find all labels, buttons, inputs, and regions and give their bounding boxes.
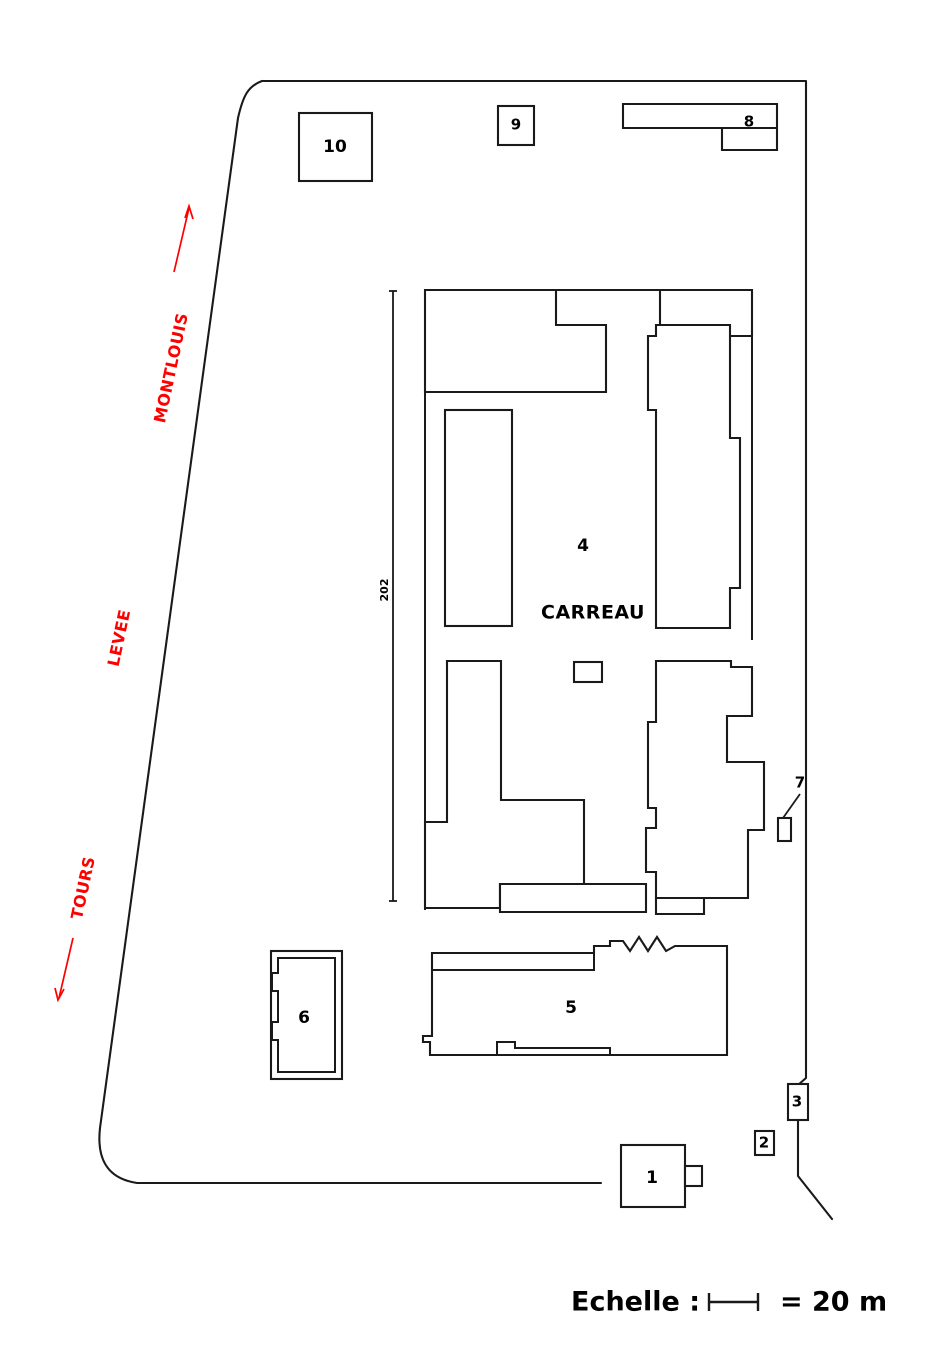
building-10-label: 10 bbox=[323, 137, 347, 157]
building-4-east-block bbox=[646, 323, 742, 630]
building-5-north-strip bbox=[432, 952, 595, 971]
scale-bar-graphic bbox=[707, 1293, 760, 1311]
building-1-annex bbox=[683, 1164, 704, 1188]
building-4-south-strip bbox=[498, 882, 648, 914]
building-4-southeast-foot bbox=[654, 896, 706, 916]
carreau-label: CARREAU bbox=[541, 602, 645, 624]
building-6-inner-wall bbox=[271, 957, 336, 1073]
direction-label-levee: LEVEE bbox=[104, 608, 135, 669]
building-2-outline bbox=[753, 1129, 776, 1157]
building-9-outline bbox=[496, 104, 536, 147]
building-6-outer-wall bbox=[269, 949, 344, 1081]
site-boundary bbox=[260, 79, 834, 1221]
dimension-value-label: 202 bbox=[378, 579, 391, 602]
building-2-label: 2 bbox=[759, 1134, 769, 1152]
building-4-west-block-upper bbox=[443, 408, 514, 628]
building-10-outline bbox=[297, 111, 374, 183]
building-8-wing bbox=[721, 127, 778, 151]
building-3-outline bbox=[786, 1082, 810, 1122]
building-5-outline bbox=[421, 935, 729, 1057]
direction-arrow-tours bbox=[58, 937, 74, 999]
building-4-label: 4 bbox=[577, 536, 589, 556]
building-4-center-small-block bbox=[572, 660, 604, 684]
building-7-leader-line bbox=[782, 793, 801, 819]
direction-arrow-montlouis bbox=[173, 207, 190, 273]
building-7-outline bbox=[776, 816, 793, 843]
building-9-label: 9 bbox=[511, 116, 521, 134]
building-4-southwest-wing bbox=[423, 659, 586, 910]
scale-value-label: = 20 m bbox=[780, 1287, 887, 1318]
building-8-label: 8 bbox=[744, 113, 754, 131]
building-1-label: 1 bbox=[646, 1168, 658, 1188]
building-5-south-notch bbox=[496, 1041, 611, 1055]
building-5-label: 5 bbox=[565, 998, 577, 1018]
site-boundary-west bbox=[98, 79, 603, 1185]
direction-label-tours: TOURS bbox=[67, 855, 99, 921]
building-4-southeast-wing bbox=[644, 659, 766, 900]
building-7-label: 7 bbox=[795, 774, 805, 792]
direction-arrowhead-montlouis bbox=[184, 203, 194, 220]
building-6-label: 6 bbox=[298, 1008, 310, 1028]
scale-prefix-label: Echelle : bbox=[571, 1287, 700, 1318]
building-1-outline bbox=[619, 1143, 687, 1209]
direction-arrowhead-tours bbox=[54, 987, 65, 1003]
building-4-outer-perimeter bbox=[423, 288, 608, 394]
direction-label-montlouis: MONTLOUIS bbox=[150, 311, 192, 425]
building-3-label: 3 bbox=[792, 1093, 802, 1111]
